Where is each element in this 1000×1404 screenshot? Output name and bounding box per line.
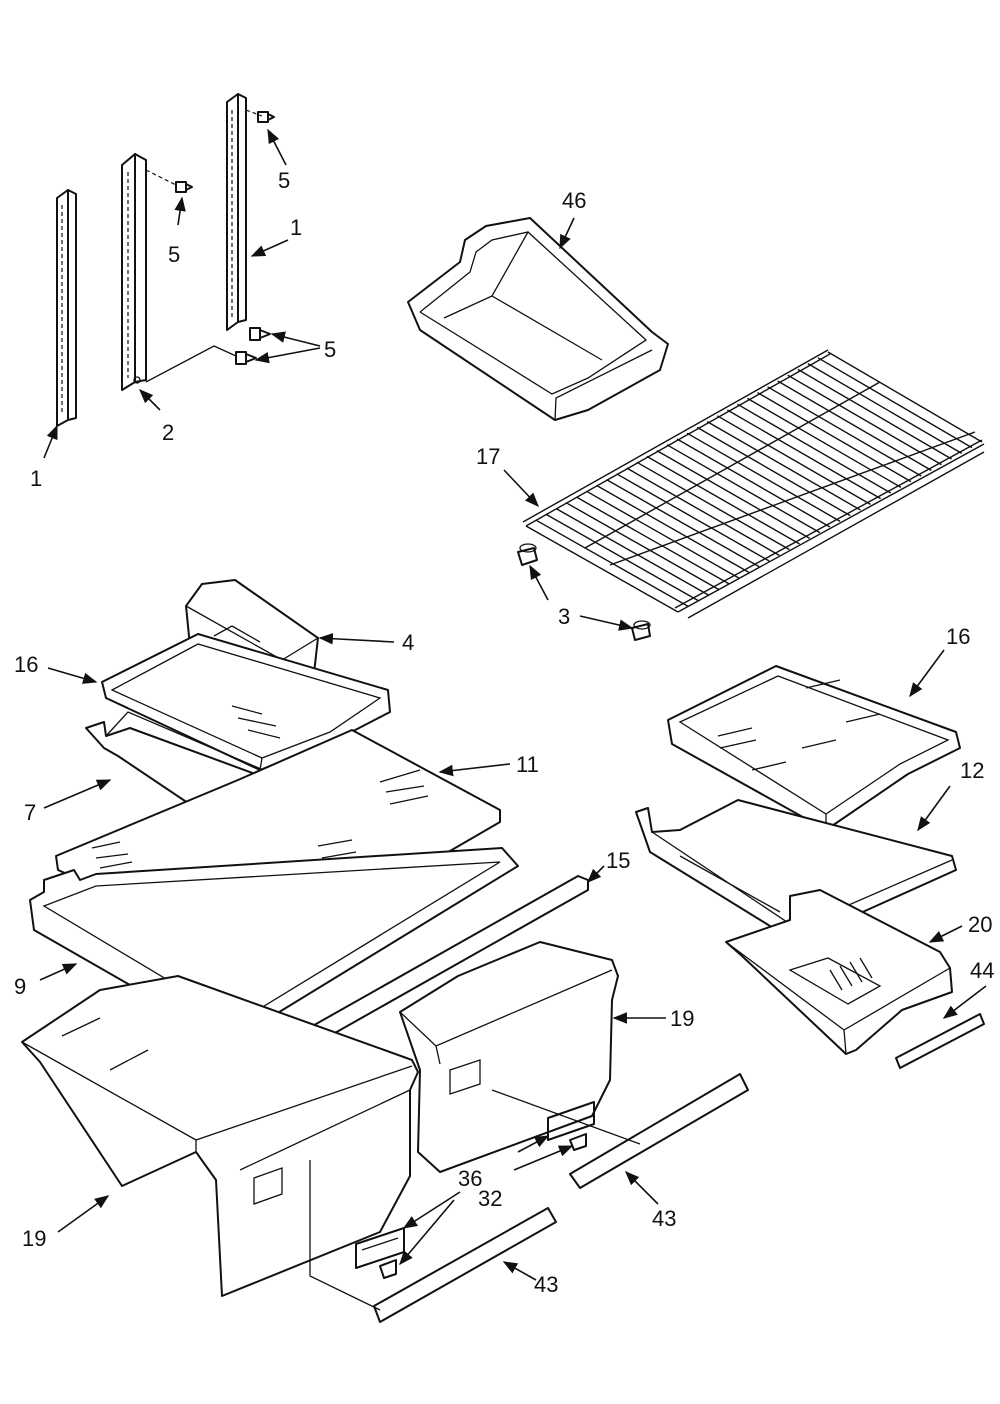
wire-rung [767, 386, 922, 477]
wire-rung [626, 467, 780, 556]
callout-5: 5 [278, 168, 290, 193]
wire-rung [797, 368, 952, 460]
wire-rung [565, 502, 719, 590]
crisper-drawer-19-right [399, 941, 619, 1173]
callout-15: 15 [606, 848, 630, 873]
callout-11: 11 [516, 752, 539, 777]
wire-rung [606, 478, 760, 568]
wire-rung [787, 374, 942, 466]
wire-rung [827, 351, 983, 443]
callout-44: 44 [970, 958, 994, 983]
callout-9: 9 [14, 974, 26, 999]
wire-rung [525, 525, 679, 613]
callout-4: 4 [402, 630, 414, 655]
clip-32 [569, 1133, 587, 1151]
callout-19: 19 [670, 1006, 694, 1031]
callout-7: 7 [24, 800, 36, 825]
wire-rung [575, 496, 730, 585]
shelf-post-icon [517, 543, 538, 566]
wire-rung [747, 397, 902, 488]
callout-16: 16 [14, 652, 38, 677]
wire-rung [636, 461, 790, 551]
wire-rung [596, 484, 750, 573]
callout-19: 19 [22, 1226, 46, 1251]
callout-12: 12 [960, 758, 984, 783]
wire-rung [817, 357, 973, 449]
meat-drawer-20 [725, 889, 953, 1055]
callout-labels: 1 1 2 5 5 5 46 17 3 4 16 16 11 7 12 15 2… [14, 168, 994, 1297]
shelf-rail-left [56, 189, 77, 427]
callout-46: 46 [562, 188, 586, 213]
wire-rung [807, 362, 963, 454]
wire-rung [737, 403, 892, 494]
label-holder-36 [547, 1101, 595, 1141]
wire-rung [706, 420, 861, 511]
glass-shelf-16-right [667, 665, 961, 831]
callout-3: 3 [558, 604, 570, 629]
callout-36: 36 [458, 1166, 482, 1191]
wire-rung [716, 415, 871, 505]
shelf-rail-center [121, 153, 147, 391]
wire-rung [676, 438, 831, 528]
glass-shelf-16-left [101, 633, 391, 771]
drawer-trim-43-lower [373, 1207, 557, 1323]
callout-43: 43 [534, 1272, 558, 1297]
wire-rung [586, 490, 740, 579]
shelf-rail-right [226, 93, 247, 331]
drawer-trim-44 [895, 1013, 985, 1069]
screw-icon [245, 109, 275, 123]
callout-5: 5 [324, 337, 336, 362]
drawer-trim-43-upper [569, 1073, 749, 1189]
leader-arrows [39, 128, 987, 1281]
wire-shelf-17 [522, 349, 985, 619]
callout-16: 16 [946, 624, 970, 649]
callout-2: 2 [162, 420, 174, 445]
wire-rung [726, 409, 882, 500]
callout-20: 20 [968, 912, 992, 937]
shelf-post-icon [631, 620, 651, 641]
callout-32: 32 [478, 1186, 502, 1211]
screw-icon [249, 327, 271, 341]
screw-icon [145, 169, 193, 193]
storage-bin-46 [407, 217, 669, 421]
wire-rung [777, 380, 932, 471]
screw-icon [235, 351, 257, 365]
wire-rung [686, 432, 841, 522]
wire-rung [666, 444, 821, 534]
callout-1: 1 [30, 466, 42, 491]
wire-rung [656, 449, 811, 539]
callout-5: 5 [168, 242, 180, 267]
wire-rung [616, 473, 770, 562]
wire-rung [545, 513, 699, 602]
wire-rung [535, 519, 689, 607]
wire-rung [757, 391, 912, 483]
callout-43: 43 [652, 1206, 676, 1231]
callout-17: 17 [476, 444, 500, 469]
wire-rung [646, 455, 800, 545]
crisper-drawer-19-left [21, 975, 419, 1297]
callout-1: 1 [290, 215, 302, 240]
clip-32 [379, 1259, 397, 1279]
wire-rung [555, 507, 709, 596]
wire-rung [696, 426, 851, 517]
